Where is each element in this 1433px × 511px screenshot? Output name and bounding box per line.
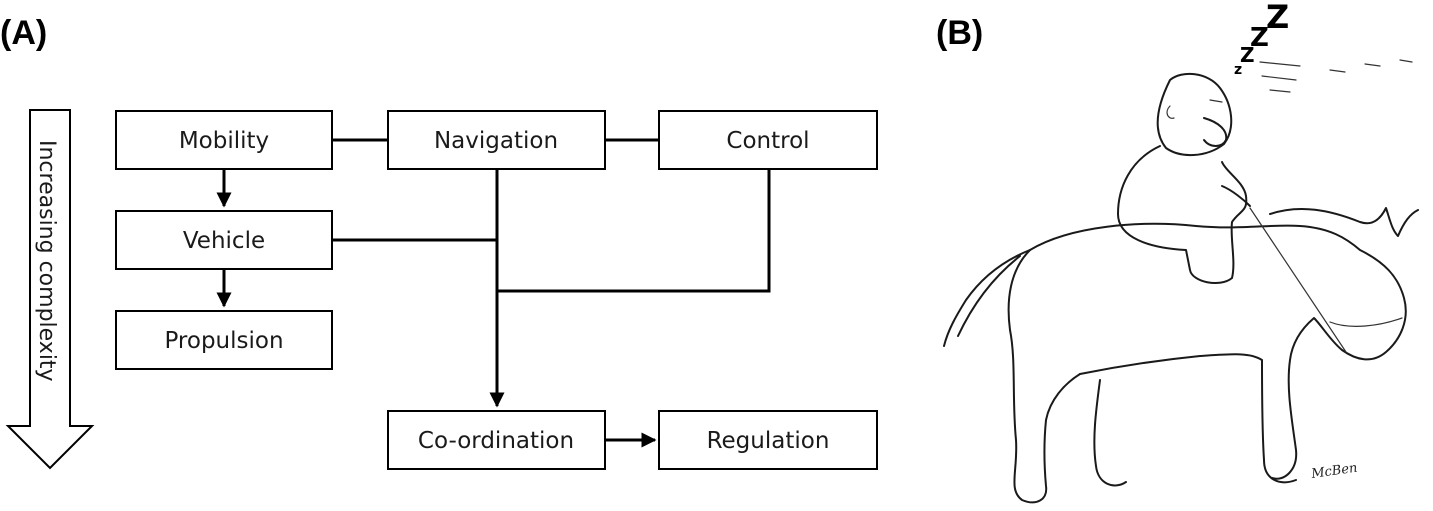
artist-signature: McBen — [1309, 461, 1358, 482]
node-mobility-label: Mobility — [179, 128, 269, 154]
snore-z-small: z — [1234, 62, 1242, 78]
node-vehicle: Vehicle — [115, 210, 333, 270]
node-mobility: Mobility — [115, 110, 333, 170]
complexity-arrow: Increasing complexity — [5, 109, 95, 470]
rider-arm — [1221, 185, 1251, 207]
complexity-arrow-label: Increasing complexity — [34, 140, 59, 382]
horse-tail — [943, 249, 1031, 347]
node-coordination-label: Co-ordination — [418, 428, 574, 454]
horse-mane-ears — [1269, 207, 1419, 237]
edge-control-coordination — [497, 169, 771, 293]
node-regulation-label: Regulation — [707, 428, 830, 454]
horse-belly-foreleg — [1079, 353, 1297, 484]
rider-mustache — [1203, 117, 1228, 147]
node-control: Control — [658, 110, 878, 170]
rider-head — [1156, 72, 1233, 157]
panel-label-a: (A) — [0, 14, 47, 52]
node-navigation: Navigation — [387, 110, 606, 170]
horse-hind-leg — [1007, 249, 1081, 504]
node-control-label: Control — [726, 128, 809, 154]
svg-text:Z: Z — [1250, 23, 1269, 53]
node-navigation-label: Navigation — [434, 128, 558, 154]
node-vehicle-label: Vehicle — [183, 228, 265, 254]
node-coordination: Co-ordination — [387, 410, 606, 470]
panel-label-b: (B) — [936, 14, 983, 52]
rider-body — [1117, 145, 1248, 285]
node-regulation: Regulation — [658, 410, 878, 470]
horse-outline — [1029, 222, 1407, 480]
svg-text:Z: Z — [1240, 43, 1255, 67]
node-propulsion: Propulsion — [115, 310, 333, 370]
node-propulsion-label: Propulsion — [164, 328, 283, 354]
horse-second-hind-leg — [1093, 379, 1127, 487]
complexity-arrow-shape — [5, 109, 95, 470]
svg-text:Z: Z — [1266, 0, 1289, 36]
horse-reins — [1249, 207, 1403, 353]
connectors — [216, 138, 771, 448]
sleeping-rider-horse-sketch: z Z Z Z McBen — [943, 0, 1419, 504]
